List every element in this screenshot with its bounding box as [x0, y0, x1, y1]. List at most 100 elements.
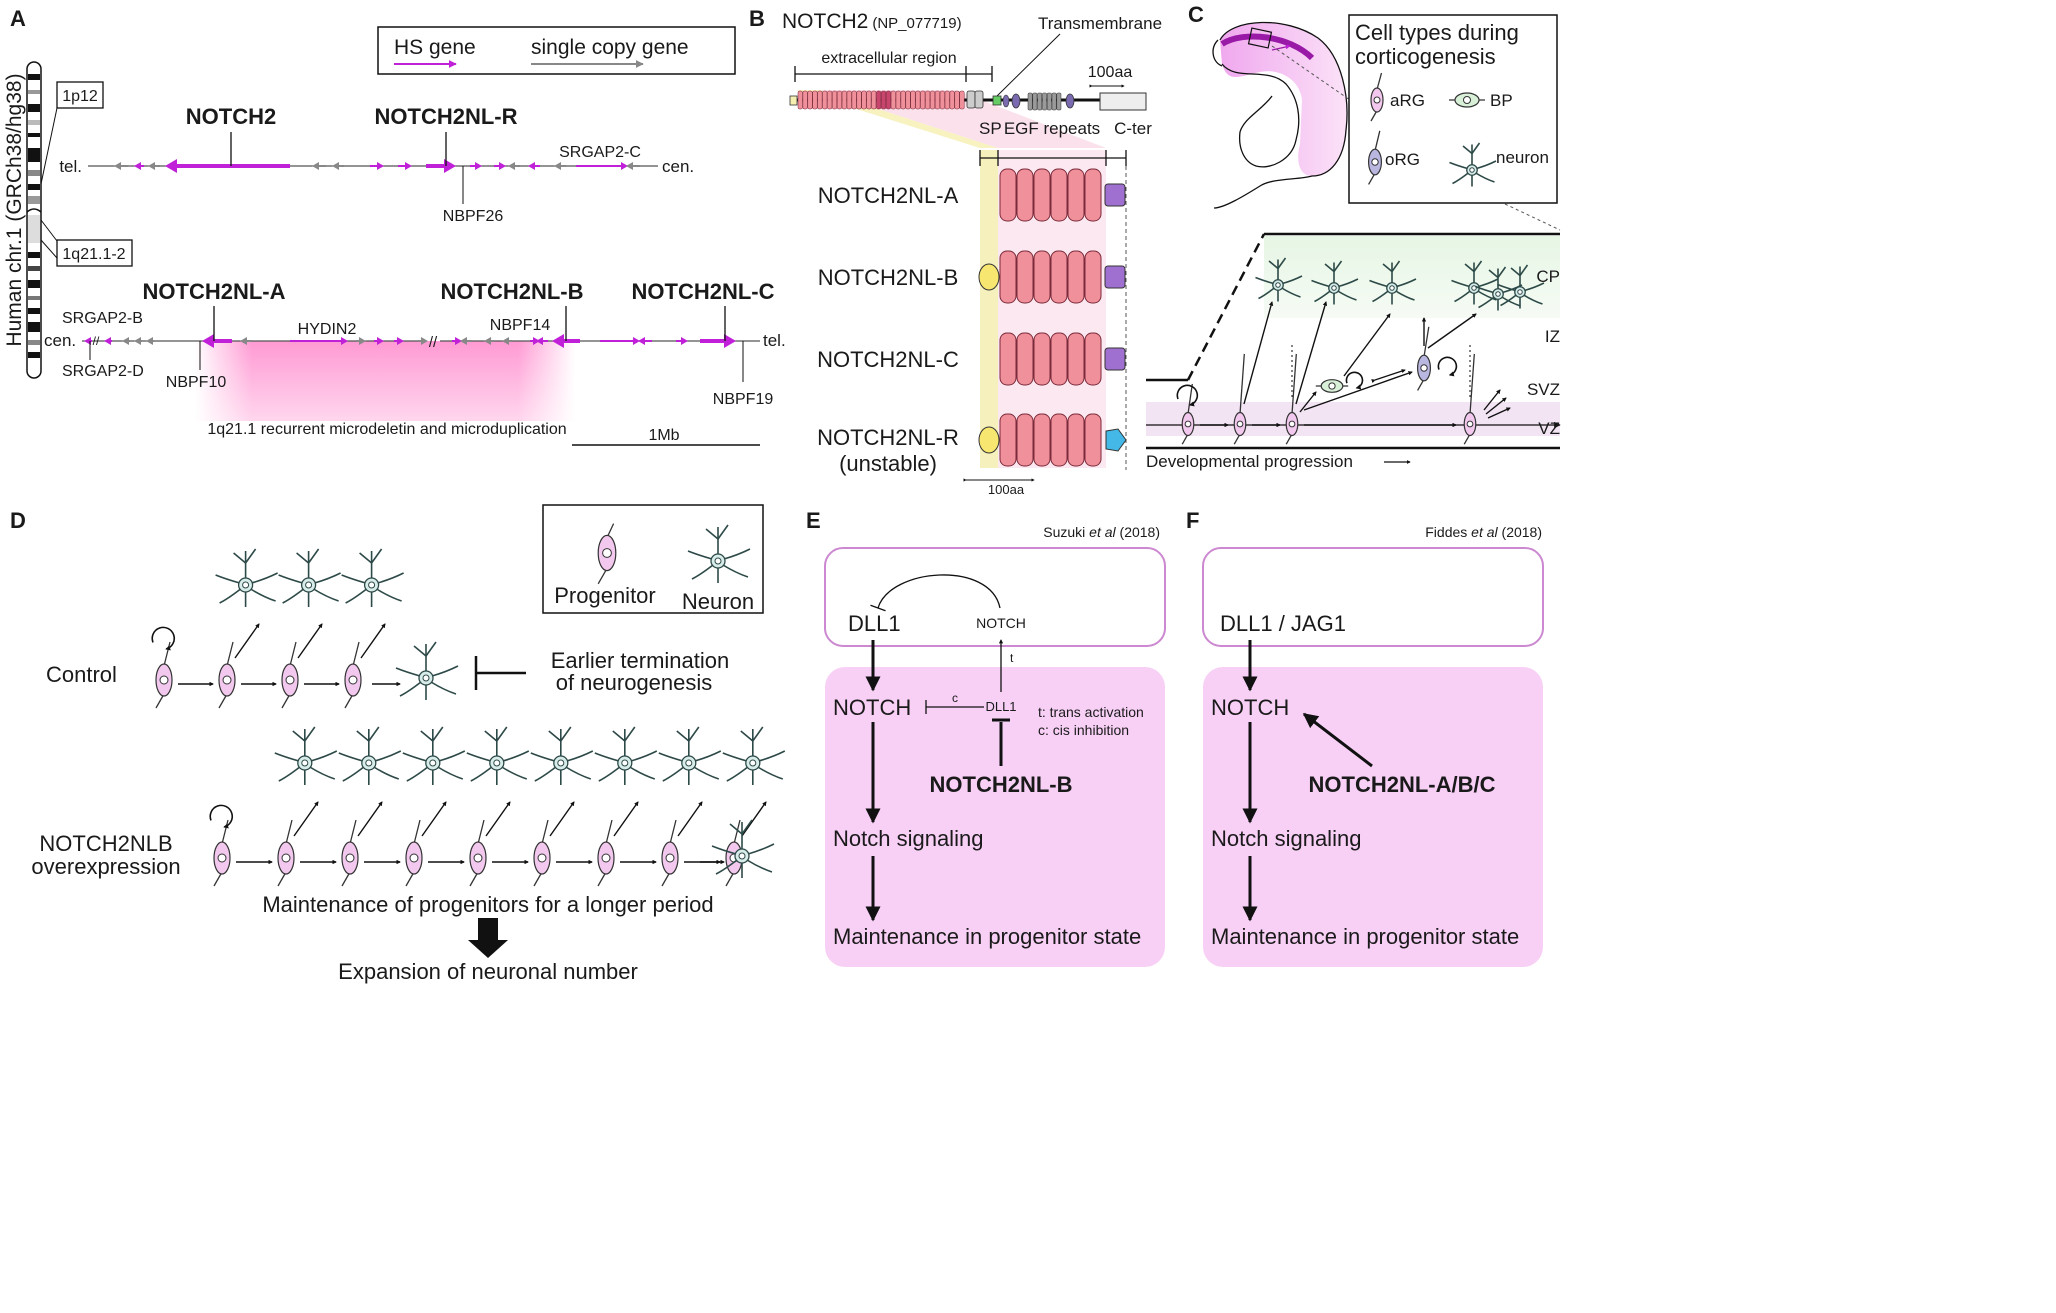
gene-hydin2: HYDIN2	[298, 321, 357, 338]
full-egf-repeat	[832, 90, 838, 110]
egf-repeat	[1016, 250, 1034, 304]
lineage-progenitor	[597, 819, 615, 887]
gene-nbpf14: NBPF14	[490, 317, 551, 334]
lineage-neuron	[215, 548, 278, 607]
ankyrin-repeat	[1032, 92, 1038, 111]
egf-repeat	[1050, 168, 1068, 222]
egf-repeat	[1016, 168, 1034, 222]
isoform-row: NOTCH2NL-R(unstable)	[817, 413, 1127, 476]
lower-gene-arrow	[552, 334, 580, 348]
full-egf-repeat	[895, 90, 901, 110]
lineage-neuron	[278, 548, 341, 607]
lineage-arrow	[1427, 313, 1477, 349]
full-egf-repeat	[881, 90, 887, 110]
zone-vz: VZ	[1538, 419, 1560, 438]
self-renewal-arrow	[1176, 384, 1199, 407]
full-egf-repeat	[885, 90, 891, 110]
isoform-list: NOTCH2NL-ANOTCH2NL-BNOTCH2NL-CNOTCH2NL-R…	[817, 168, 1127, 476]
upper-gene-arrow	[332, 162, 344, 170]
lineage-arrow	[613, 801, 639, 837]
cortex-arg-cell	[1181, 383, 1195, 445]
egf-repeat	[1067, 250, 1085, 304]
lower-gene-arrow	[484, 337, 494, 345]
control-lineage	[151, 548, 459, 709]
isoform-row: NOTCH2NL-C	[817, 332, 1126, 386]
cell-box-e	[825, 667, 1165, 967]
lineage-arrow	[421, 801, 447, 837]
lower-gene-arrow	[134, 337, 142, 345]
isoform-name: NOTCH2NL-A	[818, 183, 959, 208]
full-egf-repeat	[856, 90, 862, 110]
lineage-progenitor	[213, 819, 231, 887]
lineage-progenitor	[218, 641, 236, 709]
full-egf-repeat	[871, 90, 877, 110]
cortex-neuron	[1497, 264, 1545, 309]
upper-gene-arrow	[494, 162, 506, 170]
ankyrin-repeat	[1056, 92, 1062, 111]
lower-gene-arrow	[536, 337, 548, 345]
panel-d-legend: Progenitor Neuron	[542, 504, 764, 614]
legend-org-icon	[1367, 130, 1382, 185]
upper-track: tel. cen. NOTCH2 NOTCH2NL-R SRGAP2-C NBP…	[59, 104, 694, 225]
cortex-bp-cell	[1315, 379, 1349, 393]
upper-gene-arrow	[398, 162, 412, 170]
upper-gene-arrow	[426, 159, 456, 173]
scale-bottom-label: 100aa	[988, 482, 1025, 497]
egf-repeat	[1084, 413, 1102, 467]
notch2-full-protein	[789, 90, 1147, 111]
full-egf-repeat	[925, 90, 931, 110]
e-maintenance: Maintenance in progenitor state	[833, 924, 1141, 949]
e-dll1-inner: DLL1	[985, 699, 1016, 714]
lower-gene-arrow	[84, 337, 92, 345]
band-1p12-callout: 1p12	[40, 81, 104, 185]
cortex-arg-cell	[1233, 353, 1247, 445]
overexpression-lineage	[209, 726, 786, 887]
upper-gene-arrow	[114, 162, 128, 170]
egf-repeat	[1050, 250, 1068, 304]
upper-gene-arrow	[528, 162, 540, 170]
lower-gene-arrow	[700, 334, 736, 348]
full-egf-repeat	[920, 90, 926, 110]
cortex-org-cell	[1416, 326, 1431, 391]
f-notch: NOTCH	[1211, 695, 1289, 720]
lineage-neuron	[530, 726, 594, 785]
lineage-arrow	[1485, 397, 1507, 415]
lower-cen-label: cen.	[44, 331, 76, 350]
lineage-arrow	[677, 801, 703, 837]
full-egf-repeat	[861, 90, 867, 110]
upper-gene-arrow	[508, 162, 520, 170]
full-egf-repeat	[836, 90, 842, 110]
lineage-arrow	[1483, 389, 1501, 411]
legend-neuron-label: Neuron	[682, 589, 754, 614]
gene-notch2nl-r: NOTCH2NL-R	[375, 104, 518, 129]
brain-section-icon	[1212, 21, 1348, 209]
full-egf-repeat	[905, 90, 911, 110]
e-legend-c: c: cis inhibition	[1038, 722, 1129, 738]
self-renewal-arrow	[1345, 371, 1364, 390]
lower-track: cen. tel. // // NOTCH2NL-A NOTCH2NL-B NO…	[44, 279, 786, 408]
egf-repeat	[1067, 413, 1085, 467]
panel-b-label: B	[749, 6, 765, 31]
lineage-neuron	[658, 726, 722, 785]
signal-peptide	[978, 426, 1000, 454]
upper-track-genes	[114, 159, 640, 173]
full-egf-repeat	[841, 90, 847, 110]
upper-gene-arrow	[576, 162, 628, 170]
lineage-arrow	[1295, 301, 1328, 405]
egf-repeat	[1084, 250, 1102, 304]
cortex-neuron	[1451, 260, 1499, 305]
lineage-arrow	[1243, 301, 1274, 405]
lower-gene-arrow	[418, 337, 428, 345]
egf-repeat	[999, 250, 1017, 304]
legend-org-label: oRG	[1385, 150, 1420, 169]
lower-gene-arrow	[240, 337, 252, 345]
gene-legend: HS gene single copy gene	[377, 26, 736, 75]
upper-cen-label: cen.	[662, 157, 694, 176]
full-egf-repeat	[827, 90, 833, 110]
c-terminal-domain	[1104, 183, 1126, 207]
gene-nbpf26: NBPF26	[443, 208, 504, 225]
gene-srgap2d: SRGAP2-D	[62, 363, 144, 380]
neighbor-cell-box-f	[1202, 547, 1544, 647]
scale-1mb-label: 1Mb	[648, 427, 679, 444]
gene-nbpf19: NBPF19	[713, 391, 774, 408]
